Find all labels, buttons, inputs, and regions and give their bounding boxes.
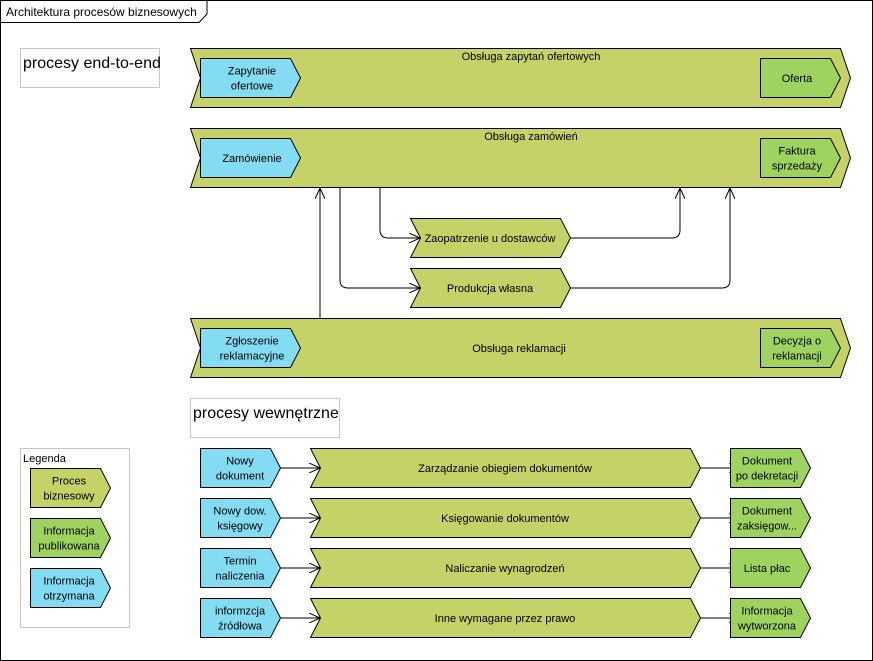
internal-output-label-line-2: po dekretacji: [736, 471, 798, 483]
internal-output-shape[interactable]: [730, 598, 812, 638]
connector-production-to-invoice: [570, 188, 730, 289]
legend-item-label-line-2: biznesowy: [43, 491, 95, 503]
e2e-process-title: Obsługa zapytań ofertowych: [462, 51, 601, 63]
internal-input-label-line-1: Termin: [223, 556, 256, 568]
sub-process-1[interactable]: Zaopatrzenie u dostawców: [409, 218, 572, 258]
e2e-output-label-line-2: reklamacji: [772, 351, 822, 363]
internal-output-label-line-2: wytworzona: [737, 621, 797, 633]
e2e-output-label-line-2: sprzedaży: [772, 161, 823, 173]
section-header-end-to-end: procesy end-to-end: [20, 48, 161, 88]
e2e-input-shape[interactable]: [200, 138, 302, 178]
e2e-process-title: Obsługa reklamacji: [472, 343, 566, 355]
legend-title: Legenda: [23, 453, 67, 465]
e2e-output-shape[interactable]: [760, 328, 842, 368]
connector-procurement-to-invoice: [570, 188, 680, 239]
internal-output-shape[interactable]: [730, 548, 812, 588]
e2e-input-label: Zamówienie: [222, 153, 281, 165]
internal-output-label-line-2: zaksięgow...: [737, 521, 797, 533]
e2e-output-label: Oferta: [782, 73, 813, 85]
internal-row-4[interactable]: informzcja źródłowa Inne wymagane przez pr…: [200, 598, 812, 638]
internal-process-shape[interactable]: [309, 598, 702, 638]
internal-input-label-line-1: informzcja: [215, 606, 266, 618]
internal-process-label: Zarządzanie obiegiem dokumentów: [418, 463, 592, 475]
e2e-output-label-line-1: Faktura: [778, 146, 816, 158]
legend-item-label-line-2: otrzymana: [43, 591, 95, 603]
connector-order-to-procurement: [379, 188, 420, 238]
frame-title: Architektura procesów biznesowych: [6, 5, 197, 19]
internal-process-label: Księgowanie dokumentów: [441, 513, 569, 525]
internal-process-shape[interactable]: [309, 498, 702, 538]
e2e-output-label-line-1: Decyzja o: [773, 336, 821, 348]
internal-process-label: Naliczanie wynagrodzeń: [445, 563, 564, 575]
legend-item-label-line-2: publikowana: [38, 541, 100, 553]
e2e-process-title: Obsługa zamówień: [484, 131, 578, 143]
internal-input-label-line-2: księgowy: [217, 521, 263, 533]
internal-input-label-line-2: źródłowa: [218, 621, 263, 633]
internal-input-shape[interactable]: [200, 548, 282, 588]
internal-input-shape[interactable]: [200, 448, 282, 488]
e2e-output-shape[interactable]: [760, 138, 842, 178]
internal-input-label-line-2: dokument: [216, 471, 264, 483]
legend-item-label-line-1: Proces: [52, 476, 87, 488]
internal-output-shape[interactable]: [730, 448, 812, 488]
legend-item-label-line-1: Informacja: [43, 526, 95, 538]
internal-input-shape[interactable]: [200, 498, 282, 538]
e2e-input-label-line-1: Zgłoszenie: [225, 336, 278, 348]
section-title-end-to-end: procesy end-to-end: [23, 55, 161, 72]
e2e-process-3[interactable]: Obsługa reklamacji Zgłoszenie reklamacyjne…: [189, 318, 852, 378]
internal-row-2[interactable]: Nowy dow. księgowy Księgowanie dokumentów D…: [200, 498, 812, 538]
internal-process-shape[interactable]: [309, 448, 702, 488]
internal-row-1[interactable]: Nowy dokument Zarządzanie obiegiem dokumen…: [200, 448, 812, 488]
internal-input-label-line-2: naliczenia: [216, 571, 266, 583]
internal-input-label-line-1: Nowy: [226, 456, 254, 468]
legend-swatch-process[interactable]: [30, 468, 112, 508]
legend-swatch-info_received[interactable]: [30, 568, 112, 608]
section-title-internal: procesy wewnętrzne: [193, 405, 339, 422]
e2e-output-shape[interactable]: [760, 58, 842, 98]
internal-input-shape[interactable]: [200, 598, 282, 638]
internal-output-label-line-1: Informacja: [741, 606, 793, 618]
e2e-input-label-line-2: reklamacyjne: [220, 351, 285, 363]
internal-output-shape[interactable]: [730, 498, 812, 538]
e2e-input-label-line-2: ofertowe: [231, 81, 273, 93]
internal-input-label-line-1: Nowy dow.: [213, 506, 266, 518]
internal-row-3[interactable]: Termin naliczenia Naliczanie wynagrodzeń Li…: [200, 548, 812, 588]
internal-process-label: Inne wymagane przez prawo: [435, 613, 576, 625]
e2e-input-shape[interactable]: [200, 328, 302, 368]
connector-order-to-production: [339, 188, 420, 288]
sub-process-2[interactable]: Produkcja własna: [409, 268, 572, 308]
sub-process-label: Produkcja własna: [447, 283, 534, 295]
sub-process-label: Zaopatrzenie u dostawców: [425, 233, 556, 245]
internal-process-shape[interactable]: [309, 548, 702, 588]
internal-output-label: Lista płac: [744, 563, 791, 575]
section-header-internal: procesy wewnętrzne: [190, 398, 340, 438]
e2e-input-label-line-1: Zapytanie: [228, 66, 276, 78]
legend-item-label-line-1: Informacja: [43, 576, 95, 588]
internal-output-label-line-1: Dokument: [742, 506, 792, 518]
legend-swatch-info_published[interactable]: [30, 518, 112, 558]
internal-output-label-line-1: Dokument: [742, 456, 792, 468]
e2e-input-shape[interactable]: [200, 58, 302, 98]
